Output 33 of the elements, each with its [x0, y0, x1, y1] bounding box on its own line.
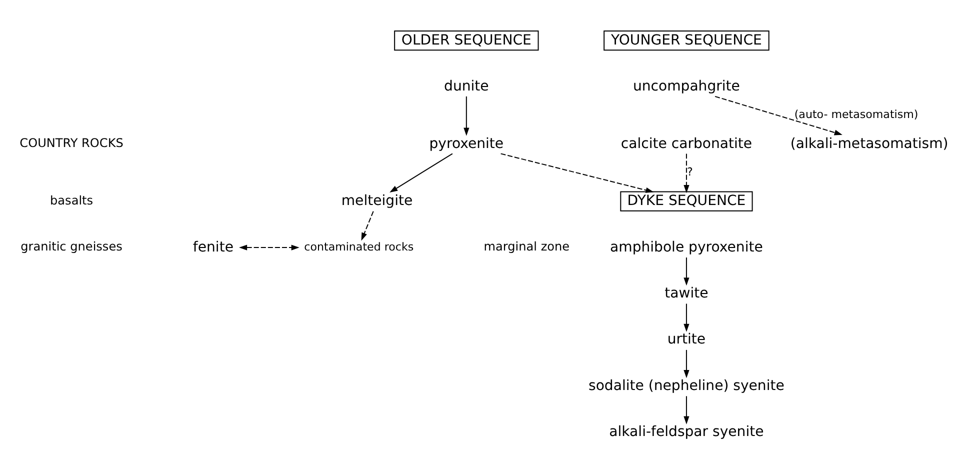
arrow: [683, 257, 689, 286]
arrow: [500, 152, 654, 192]
node-text: uncompahgrite: [632, 78, 740, 94]
node-text: (alkali-metasomatism): [790, 135, 948, 152]
arrow: [463, 96, 469, 136]
node-text: contaminated rocks: [304, 240, 414, 253]
node-text: dunite: [444, 78, 488, 94]
label: marginal zone: [483, 239, 570, 254]
arrow: [683, 349, 689, 378]
arrow: [683, 153, 689, 193]
node-text: alkali-feldspar syenite: [608, 424, 764, 440]
arrow: [389, 152, 452, 192]
arrow: [714, 95, 842, 135]
arrow: [238, 244, 299, 250]
node-box: YOUNGER SEQUENCE: [603, 30, 769, 50]
label: basalts: [50, 192, 93, 207]
node-text: pyroxenite: [428, 135, 504, 152]
node-box: OLDER SEQUENCE: [394, 30, 538, 50]
edge-label: ?: [686, 165, 692, 178]
arrow: [683, 303, 689, 332]
node-text: fenite: [192, 238, 233, 255]
label: granitic gneisses: [20, 239, 122, 254]
label: COUNTRY ROCKS: [19, 136, 123, 150]
node-text: sodalite (nepheline) syenite: [588, 377, 784, 394]
node-text: amphibole pyroxenite: [610, 238, 762, 255]
node-box: DYKE SEQUENCE: [620, 190, 752, 211]
arrow: [360, 210, 374, 240]
edge-label: (auto- metasomatism): [794, 108, 918, 121]
node-text: calcite carbonatite: [620, 135, 752, 152]
node-text: tawite: [664, 284, 708, 301]
arrow: [683, 396, 689, 424]
node-text: urtite: [666, 331, 706, 348]
node-text: melteigite: [340, 192, 412, 209]
